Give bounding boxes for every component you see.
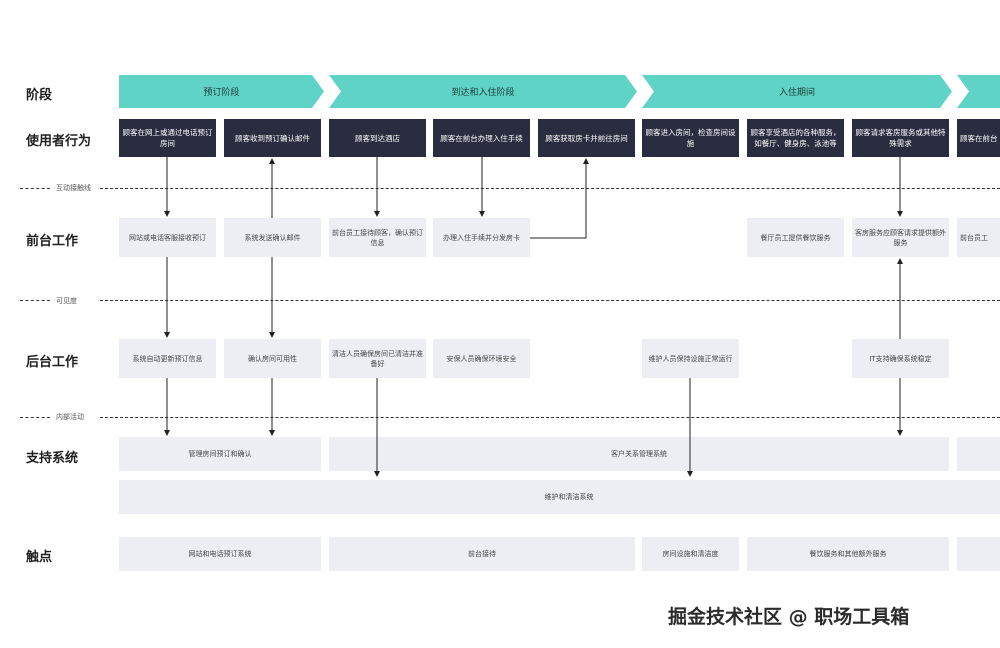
support-crm: 客户关系管理系统 (329, 437, 949, 471)
row-label-backstage: 后台工作 (26, 355, 79, 370)
phase-label: 预订阶段 (203, 88, 240, 98)
touchpoint-card: 餐饮服务和其他额外服务 (747, 537, 949, 571)
action-card: 顾客到达酒店 (329, 119, 426, 157)
action-card: 顾客在网上或通过电话预订房间 (119, 119, 216, 157)
backstage-card: 安保人员确保环境安全 (433, 339, 530, 378)
touchpoint-card: 网站和电话预订系统 (119, 537, 321, 571)
action-card: 顾客收到预订确认邮件 (224, 119, 321, 157)
phase-label: 入住期间 (778, 88, 815, 98)
touchpoint-card: 前台接待 (329, 537, 635, 571)
action-card: 顾客进入房间，检查房间设施 (642, 119, 739, 157)
action-card: 顾客请求客房服务或其他特殊需求 (852, 119, 949, 157)
support-maintenance: 维护和清洁系统 (119, 480, 1000, 514)
phase-booking: 预订阶段 (119, 75, 324, 108)
internal-line-start (20, 417, 50, 418)
support-next (957, 437, 1000, 471)
interaction-line-label: 互动接触线 (56, 184, 91, 192)
backstage-card: 确认房间可用性 (224, 339, 321, 378)
backstage-card: IT支持确保系统稳定 (852, 339, 949, 378)
frontstage-card: 办理入住手续并分发房卡 (433, 218, 530, 257)
phase-label: 到达和入住阶段 (451, 88, 515, 98)
row-label-touchpoint: 触点 (26, 550, 53, 565)
row-label-frontstage: 前台工作 (26, 234, 79, 249)
phase-arrival: 到达和入住阶段 (329, 75, 637, 108)
row-label-phase: 阶段 (26, 88, 53, 103)
watermark: 掘金技术社区 @ 职场工具箱 (668, 606, 910, 628)
support-booking: 管理房间预订和确认 (119, 437, 321, 471)
interaction-line-start (20, 188, 50, 189)
arrow (530, 158, 589, 239)
backstage-card: 系统自动更新预订信息 (119, 339, 216, 378)
frontstage-card: 客房服务应顾客请求提供额外服务 (852, 218, 949, 257)
backstage-card: 维护人员保持设施正常运行 (642, 339, 739, 378)
frontstage-card: 系统发送确认邮件 (224, 218, 321, 257)
internal-line (100, 417, 1000, 418)
frontstage-card: 前台员工 (957, 218, 1000, 257)
internal-line-label: 内部活动 (56, 413, 84, 421)
action-card: 顾客享受酒店的各种服务，如餐厅、健身房、泳池等 (747, 119, 844, 157)
visibility-line-label: 可见度 (56, 297, 77, 305)
action-card: 顾客在前台 (957, 119, 1000, 157)
interaction-line (100, 188, 1000, 189)
frontstage-card: 餐厅员工提供餐饮服务 (747, 218, 844, 257)
frontstage-card: 前台员工接待顾客，确认预订信息 (329, 218, 426, 257)
frontstage-card: 网站或电话客服接收预订 (119, 218, 216, 257)
action-card: 顾客获取房卡并前往房间 (538, 119, 635, 157)
touchpoint-card (957, 537, 1000, 571)
phase-stay: 入住期间 (642, 75, 952, 108)
row-label-support: 支持系统 (26, 451, 79, 466)
backstage-card: 清洁人员确保房间已清洁并准备好 (329, 339, 426, 378)
visibility-line-start (20, 300, 50, 301)
action-card: 顾客在前台办理入住手续 (433, 119, 530, 157)
visibility-line (100, 300, 1000, 301)
row-label-user-action: 使用者行为 (26, 134, 92, 149)
touchpoint-card: 房间设施和清洁度 (642, 537, 739, 571)
